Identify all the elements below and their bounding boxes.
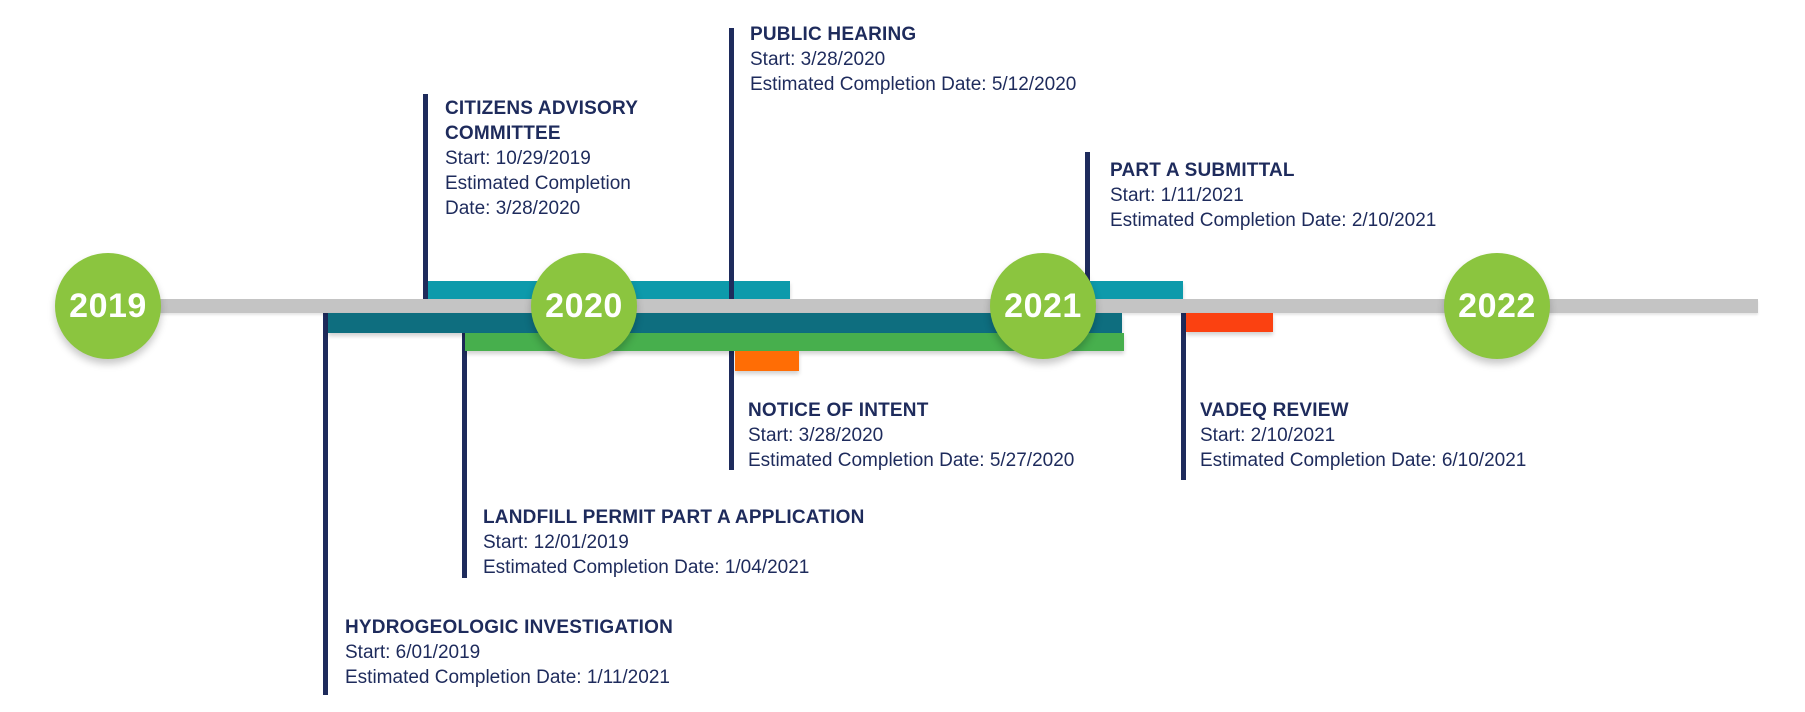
phase-start-date: Start: 3/28/2020 — [750, 49, 886, 70]
phase-completion-date: Estimated Completion Date: 2/10/2021 — [1110, 210, 1437, 231]
phase-label-vadeq-review: VADEQ REVIEW Start: 2/10/2021 Estimated … — [1200, 398, 1620, 473]
leader-line-part-a-submittal — [1085, 152, 1090, 282]
phase-completion-date: Estimated Completion Date: 5/27/2020 — [748, 450, 1075, 471]
phase-completion-date: Estimated Completion Date: 5/12/2020 — [750, 74, 1077, 95]
leader-line-vadeq-review — [1181, 312, 1186, 480]
timeline-axis — [58, 299, 1758, 313]
phase-start-date: Start: 1/11/2021 — [1110, 185, 1244, 206]
leader-line-hydrogeologic-investigation — [323, 313, 328, 695]
leader-line-public-hearing — [729, 28, 734, 470]
phase-title: PART A SUBMITTAL — [1110, 160, 1295, 181]
phase-label-part-a-submittal: PART A SUBMITTAL Start: 1/11/2021 Estima… — [1110, 158, 1530, 233]
year-circle-2021: 2021 — [990, 253, 1096, 359]
phase-bar-landfill-permit-part-a-application — [465, 333, 1124, 351]
phase-completion-date: Estimated Completion Date: 1/04/2021 — [483, 557, 810, 578]
phase-title: PUBLIC HEARING — [750, 24, 917, 45]
phase-title: VADEQ REVIEW — [1200, 400, 1349, 421]
phase-label-notice-of-intent: NOTICE OF INTENT Start: 3/28/2020 Estima… — [748, 398, 1168, 473]
phase-title: HYDROGEOLOGIC INVESTIGATION — [345, 617, 674, 638]
phase-completion-date: Estimated Completion Date: 6/10/2021 — [1200, 450, 1527, 471]
phase-bar-notice-of-intent — [735, 351, 799, 371]
phase-title: NOTICE OF INTENT — [748, 400, 929, 421]
phase-start-date: Start: 12/01/2019 — [483, 532, 629, 553]
phase-label-landfill-permit-part-a-application: LANDFILL PERMIT PART A APPLICATION Start… — [483, 505, 923, 580]
phase-start-date: Start: 6/01/2019 — [345, 642, 481, 663]
year-circle-2019: 2019 — [55, 253, 161, 359]
phase-completion-date: Estimated Completion Date: 1/11/2021 — [345, 667, 670, 688]
year-circle-2020: 2020 — [531, 253, 637, 359]
phase-start-date: Start: 3/28/2020 — [748, 425, 884, 446]
phase-label-citizens-advisory-committee: CITIZENS ADVISORY COMMITTEE Start: 10/29… — [445, 96, 657, 221]
phase-start-date: Start: 10/29/2019 — [445, 148, 591, 169]
phase-bar-part-a-submittal — [1090, 281, 1183, 300]
phase-label-hydrogeologic-investigation: HYDROGEOLOGIC INVESTIGATION Start: 6/01/… — [345, 615, 785, 690]
leader-line-landfill-permit-part-a-application — [462, 333, 467, 578]
phase-start-date: Start: 2/10/2021 — [1200, 425, 1336, 446]
phase-bar-hydrogeologic-investigation — [328, 313, 1122, 333]
phase-bar-vadeq-review — [1186, 313, 1273, 332]
phase-completion-date: Estimated Completion Date: 3/28/2020 — [445, 173, 631, 219]
phase-title: CITIZENS ADVISORY COMMITTEE — [445, 98, 638, 144]
leader-line-citizens-advisory-committee — [423, 94, 428, 300]
year-circle-2022: 2022 — [1444, 253, 1550, 359]
phase-label-public-hearing: PUBLIC HEARING Start: 3/28/2020 Estimate… — [750, 22, 1170, 97]
phase-title: LANDFILL PERMIT PART A APPLICATION — [483, 507, 865, 528]
phase-bar-public-hearing — [733, 281, 790, 300]
